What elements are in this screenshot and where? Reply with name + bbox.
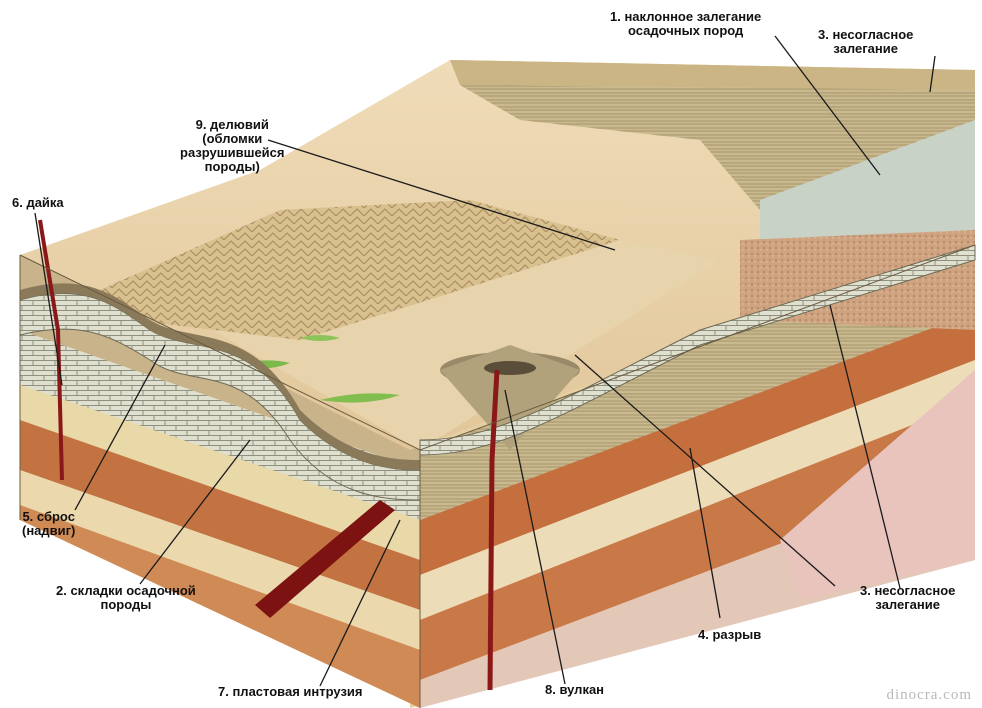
label-folds-line2: породы bbox=[56, 598, 196, 612]
label-colluvium: 9. делювий (обломки разрушившейся породы… bbox=[180, 118, 284, 174]
label-unconformity-bottom: 3. несогласное залегание bbox=[860, 584, 955, 612]
label-inclined-bedding-line1: 1. наклонное залегание bbox=[610, 10, 761, 24]
label-inclined-bedding-line2: осадочных пород bbox=[610, 24, 761, 38]
label-dike-line1: 6. дайка bbox=[12, 196, 64, 210]
label-sill-line1: 7. пластовая интрузия bbox=[218, 685, 363, 699]
label-inclined-bedding: 1. наклонное залегание осадочных пород bbox=[610, 10, 761, 38]
label-folds: 2. складки осадочной породы bbox=[56, 584, 196, 612]
label-fault: 5. сброс (надвиг) bbox=[22, 510, 75, 538]
label-rupture: 4. разрыв bbox=[698, 628, 761, 642]
label-rupture-line1: 4. разрыв bbox=[698, 628, 761, 642]
label-unconformity-top-line1: 3. несогласное bbox=[818, 28, 913, 42]
label-unconformity-bottom-line2: залегание bbox=[860, 598, 955, 612]
label-colluvium-line4: породы) bbox=[180, 160, 284, 174]
label-folds-line1: 2. складки осадочной bbox=[56, 584, 196, 598]
label-volcano: 8. вулкан bbox=[545, 683, 604, 697]
label-colluvium-line3: разрушившейся bbox=[180, 146, 284, 160]
label-sill: 7. пластовая интрузия bbox=[218, 685, 363, 699]
watermark: dinocra.com bbox=[886, 687, 972, 704]
label-unconformity-bottom-line1: 3. несогласное bbox=[860, 584, 955, 598]
label-colluvium-line2: (обломки bbox=[180, 132, 284, 146]
label-unconformity-top-line2: залегание bbox=[818, 42, 913, 56]
label-colluvium-line1: 9. делювий bbox=[180, 118, 284, 132]
label-fault-line1: 5. сброс bbox=[22, 510, 75, 524]
label-volcano-line1: 8. вулкан bbox=[545, 683, 604, 697]
label-unconformity-top: 3. несогласное залегание bbox=[818, 28, 913, 56]
label-fault-line2: (надвиг) bbox=[22, 524, 75, 538]
label-dike: 6. дайка bbox=[12, 196, 64, 210]
